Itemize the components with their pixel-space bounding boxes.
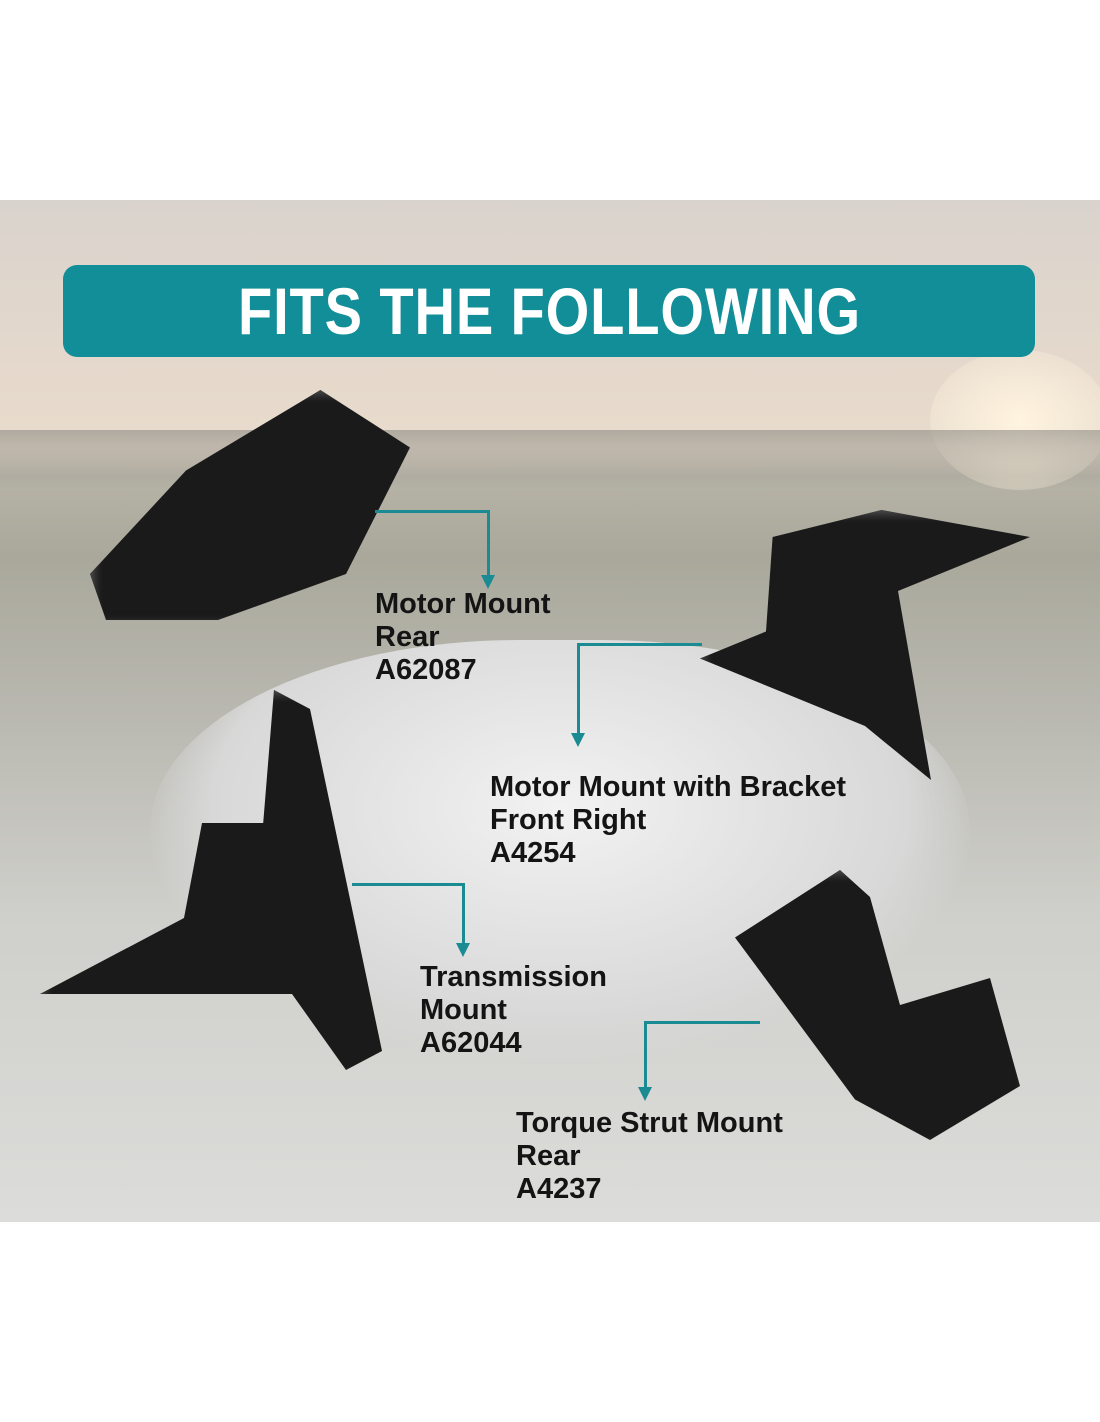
part-label-motor-mount-bracket: Motor Mount with Bracket Front Right A42…: [490, 771, 846, 870]
part-label-motor-mount-rear: Motor Mount Rear A62087: [375, 588, 551, 687]
part-position: Rear: [375, 621, 440, 653]
banner-title: FITS THE FOLLOWING: [237, 274, 861, 348]
part-position: Front Right: [490, 804, 647, 836]
connector-line: [487, 510, 490, 575]
part-name: Motor Mount: [375, 588, 551, 620]
connector-line: [644, 1021, 760, 1024]
part-label-torque-strut-mount: Torque Strut Mount Rear A4237: [516, 1107, 783, 1206]
connector-line: [375, 510, 490, 513]
connector-line: [352, 883, 465, 886]
part-number: A62087: [375, 654, 477, 686]
arrow-down-icon: [481, 575, 495, 589]
connector-line: [644, 1021, 647, 1089]
part-number: A62044: [420, 1027, 522, 1059]
connector-line: [577, 643, 702, 646]
part-position: Rear: [516, 1140, 581, 1172]
part-number: A4237: [516, 1173, 602, 1205]
connector-line: [577, 643, 580, 735]
arrow-down-icon: [638, 1087, 652, 1101]
part-name: Torque Strut Mount: [516, 1107, 783, 1139]
part-name: Transmission: [420, 961, 607, 993]
part-position: Mount: [420, 994, 507, 1026]
arrow-down-icon: [456, 943, 470, 957]
hills: [0, 430, 1100, 490]
part-name: Motor Mount with Bracket: [490, 771, 847, 803]
title-banner: FITS THE FOLLOWING: [63, 265, 1035, 357]
connector-line: [462, 883, 465, 945]
part-number: A4254: [490, 837, 576, 869]
arrow-down-icon: [571, 733, 585, 747]
part-label-transmission-mount: Transmission Mount A62044: [420, 961, 607, 1060]
